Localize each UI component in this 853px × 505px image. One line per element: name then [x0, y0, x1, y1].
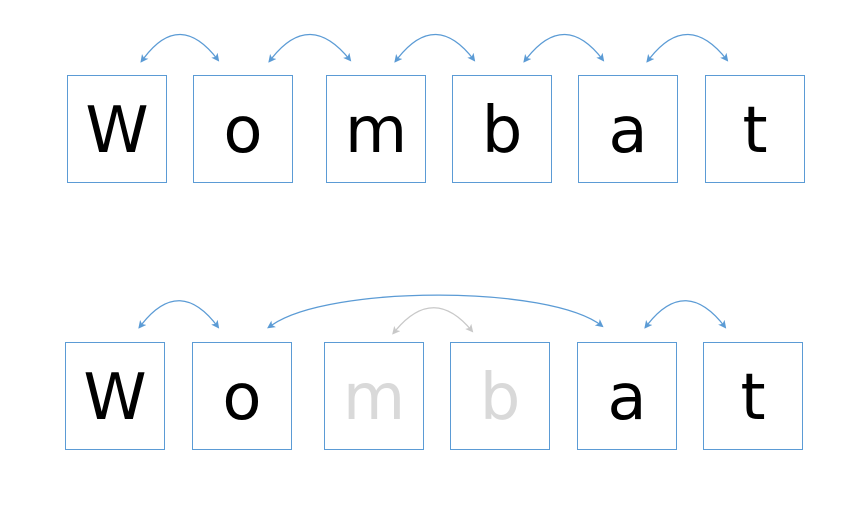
letter-r2-2: m	[342, 361, 406, 435]
link-arrow-r2-4-5	[644, 300, 727, 329]
link-arrow-r1-2-3	[394, 33, 476, 63]
link-arrow-r1-1-2	[268, 33, 352, 63]
link-arrow-r1-3-4	[523, 33, 605, 63]
link-arrow-r2-2-3-faded	[392, 307, 474, 335]
letter-box-r1-5: t	[705, 75, 805, 183]
letter-r1-5: t	[742, 94, 768, 168]
letter-box-r1-3: b	[452, 75, 552, 183]
letter-box-r2-0: W	[65, 342, 165, 450]
link-arrow-r1-0-1	[140, 33, 220, 63]
letter-r2-5: t	[740, 361, 766, 435]
letter-box-r2-1: o	[192, 342, 292, 450]
letter-r1-3: b	[481, 94, 523, 168]
letter-box-r2-3: b	[450, 342, 550, 450]
letter-r1-2: m	[344, 94, 408, 168]
link-arrow-r2-1-4	[267, 294, 604, 329]
letter-r2-0: W	[83, 361, 147, 435]
link-arrow-r2-0-1	[138, 300, 220, 329]
letter-r1-4: a	[608, 94, 648, 168]
letter-r1-1: o	[223, 94, 263, 168]
letter-box-r2-2: m	[324, 342, 424, 450]
letter-r2-1: o	[222, 361, 262, 435]
letter-r1-0: W	[85, 94, 149, 168]
link-arrow-r1-4-5	[646, 33, 729, 63]
letter-r2-3: b	[479, 361, 521, 435]
letter-box-r1-2: m	[326, 75, 426, 183]
letter-box-r1-0: W	[67, 75, 167, 183]
letter-r2-4: a	[607, 361, 647, 435]
letter-box-r1-4: a	[578, 75, 678, 183]
letter-box-r1-1: o	[193, 75, 293, 183]
letter-box-r2-5: t	[703, 342, 803, 450]
letter-box-r2-4: a	[577, 342, 677, 450]
